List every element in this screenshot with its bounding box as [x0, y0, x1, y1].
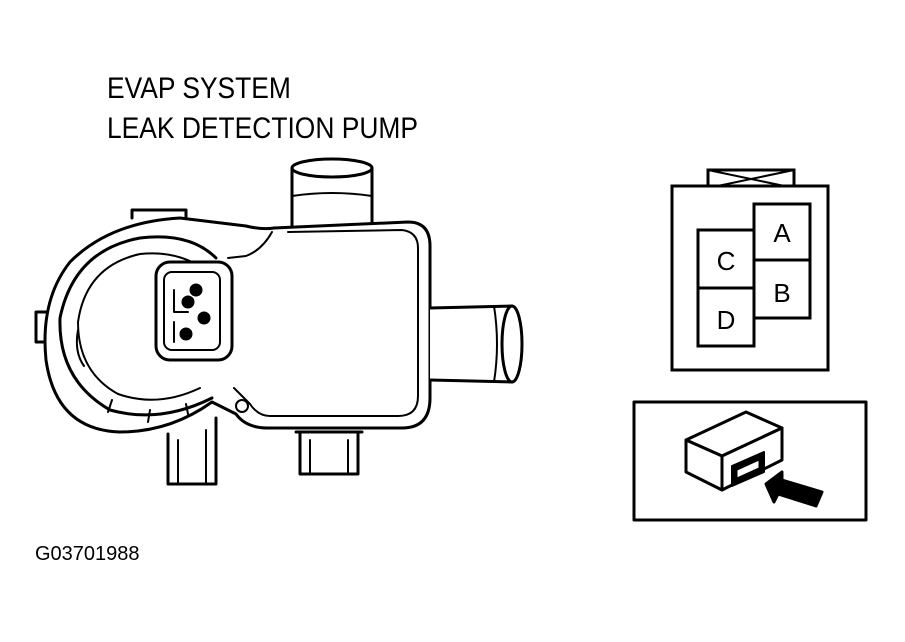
diagram-title-line-2: LEAK DETECTION PUMP	[107, 112, 418, 145]
connector-housing	[670, 184, 830, 372]
top-bracket	[130, 208, 188, 224]
pin-label-d: D	[717, 305, 736, 335]
pin-contact	[189, 283, 203, 297]
bottom-nipple	[294, 430, 364, 476]
pump-body-outline	[43, 216, 432, 434]
pin-contact	[181, 295, 195, 309]
figure-id: G03701988	[35, 543, 140, 565]
bottom-left-leg	[166, 416, 218, 486]
pump-body-inner-outline	[233, 229, 419, 417]
pin-contact	[197, 311, 211, 325]
connector-face-view	[670, 168, 830, 372]
mount-hole	[235, 399, 249, 413]
pin-contact	[179, 327, 193, 341]
top-hose-nipple	[290, 157, 374, 230]
leak-detection-pump-icon	[34, 157, 524, 486]
pin-label-c: C	[717, 246, 736, 276]
view-direction-inset	[632, 400, 868, 522]
connector-body-icon	[684, 410, 784, 492]
view-direction-arrow-icon	[764, 470, 824, 508]
pump-ring	[58, 235, 218, 423]
diagram-title-line-1: EVAP SYSTEM	[107, 72, 291, 105]
pin-label-a: A	[773, 218, 791, 248]
right-hose-nipple	[428, 304, 524, 384]
pin-cell-d	[696, 286, 756, 348]
pump-electrical-connector	[154, 260, 234, 362]
pin-label-b: B	[773, 278, 790, 308]
